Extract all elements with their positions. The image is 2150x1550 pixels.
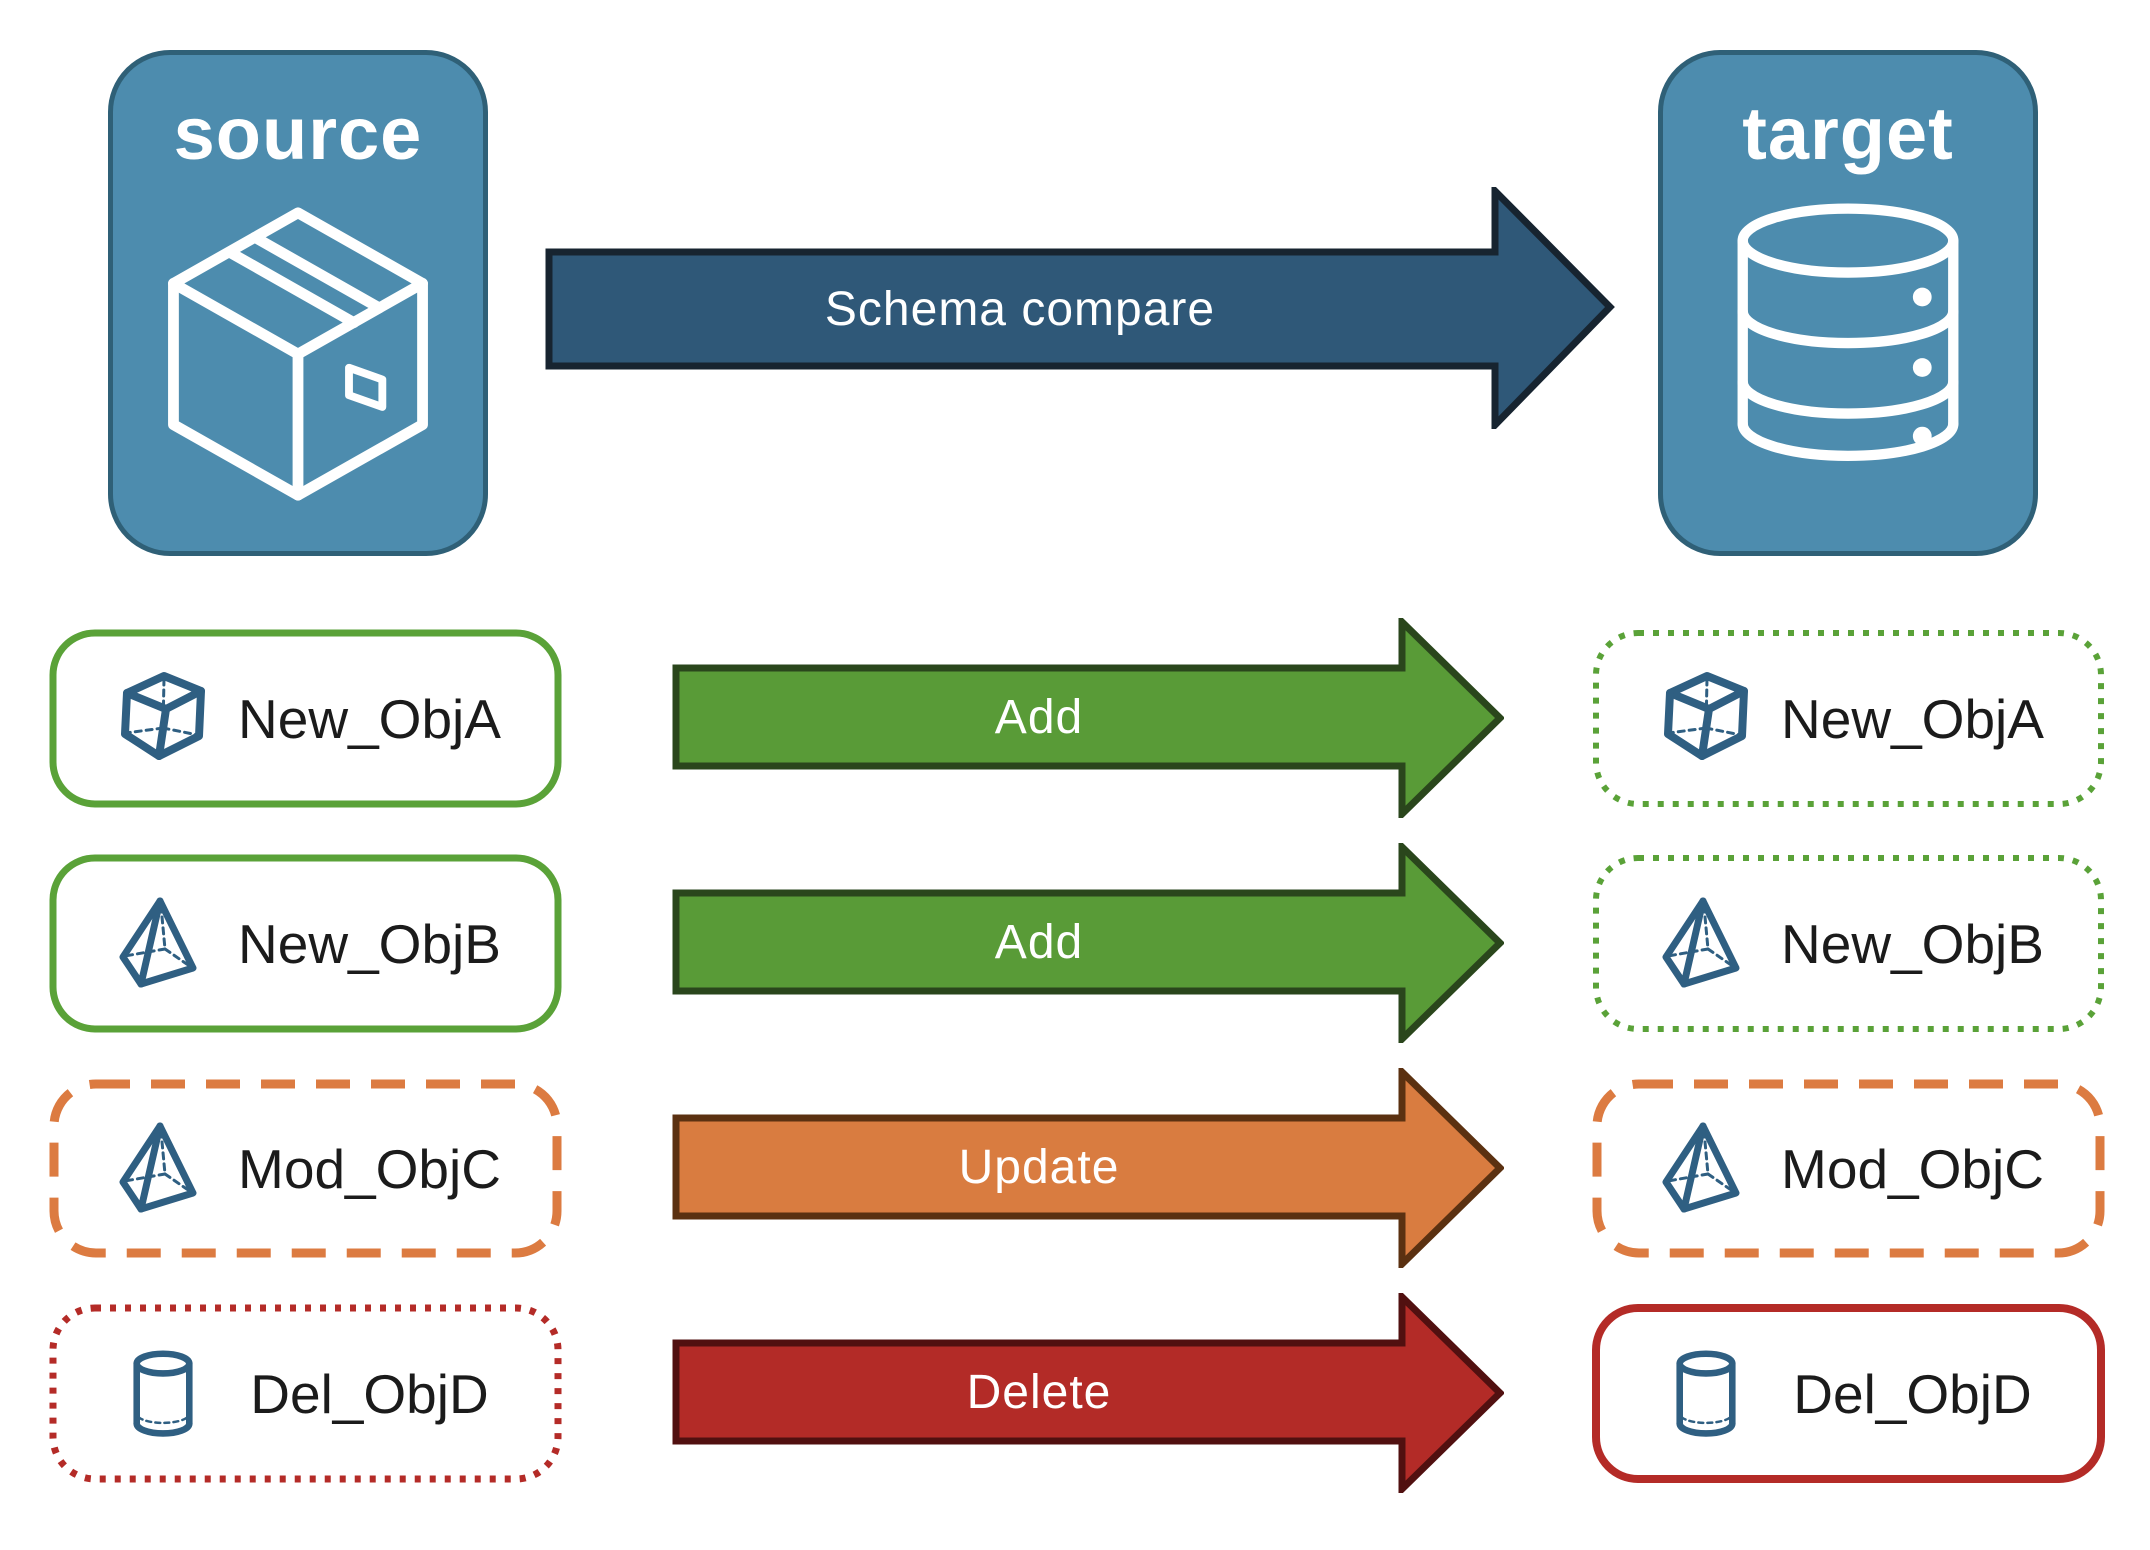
action-label: Add <box>994 690 1084 744</box>
row-mod-objc: Mod_ObjC Update M <box>0 1068 2150 1268</box>
schema-compare-arrow: Schema compare <box>545 187 1615 429</box>
action-label: Delete <box>966 1365 1112 1419</box>
object-label: Del_ObjD <box>250 1362 489 1425</box>
row-del-objd: Del_ObjD Delete D <box>0 1293 2150 1493</box>
source-label: source <box>173 92 423 175</box>
action-label: Add <box>994 915 1084 969</box>
row-new-obja: New_ObjA Add <box>0 618 2150 818</box>
object-label: Mod_ObjC <box>238 1137 501 1200</box>
object-box-source: New_ObjB <box>48 853 563 1034</box>
add-arrow: Add <box>672 843 1504 1043</box>
object-box-source: Del_ObjD <box>48 1303 563 1484</box>
object-label: Del_ObjD <box>1793 1362 2032 1425</box>
target-label: target <box>1742 92 1954 175</box>
action-label: Update <box>958 1140 1120 1194</box>
pyramid-icon <box>1653 894 1759 994</box>
object-label: New_ObjA <box>238 687 501 750</box>
cylinder-icon <box>1653 1348 1759 1440</box>
target-node: target <box>1658 50 2038 556</box>
object-box-source: New_ObjA <box>48 628 563 809</box>
object-label: New_ObjA <box>1781 687 2044 750</box>
object-box-target: Mod_ObjC <box>1591 1078 2106 1259</box>
pyramid-icon <box>110 1119 216 1219</box>
schema-compare-label: Schema compare <box>824 282 1216 336</box>
delete-arrow: Delete <box>672 1293 1504 1493</box>
add-arrow: Add <box>672 618 1504 818</box>
object-label: New_ObjB <box>1781 912 2044 975</box>
cube-icon <box>110 666 216 771</box>
pyramid-icon <box>1653 1119 1759 1219</box>
row-new-objb: New_ObjB Add New_ <box>0 843 2150 1043</box>
update-arrow: Update <box>672 1068 1504 1268</box>
database-icon <box>1731 203 1966 490</box>
object-box-target: New_ObjB <box>1591 853 2106 1034</box>
cube-icon <box>1653 666 1759 771</box>
source-node: source <box>108 50 488 556</box>
package-icon <box>156 203 441 512</box>
object-label: Mod_ObjC <box>1781 1137 2044 1200</box>
object-label: New_ObjB <box>238 912 501 975</box>
cylinder-icon <box>110 1348 216 1440</box>
pyramid-icon <box>110 894 216 994</box>
object-box-target: New_ObjA <box>1591 628 2106 809</box>
object-box-source: Mod_ObjC <box>48 1078 563 1259</box>
object-box-target: Del_ObjD <box>1591 1303 2106 1484</box>
